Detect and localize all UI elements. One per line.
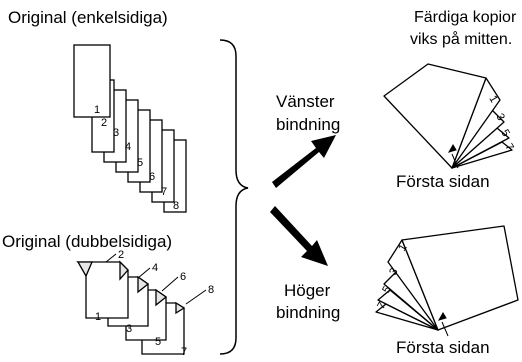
double-page-leaders [105, 253, 207, 305]
booklet-right-number-7: 7 [375, 300, 388, 311]
double-sided-stack [76, 260, 186, 355]
original-single-label: Original (enkelsidiga) [8, 8, 168, 27]
single-page-number-6: 6 [149, 171, 155, 183]
double-page-1 [76, 260, 129, 319]
curly-brace [219, 39, 249, 355]
booklet-left-numbers: 1 3 5 7 [486, 94, 515, 153]
left-binding-label-line1: Vänster [276, 92, 335, 111]
booklet-left-binding [383, 63, 513, 169]
single-page-number-4: 4 [125, 141, 131, 153]
booklet-right-binding [375, 225, 519, 331]
single-page-number-5: 5 [137, 157, 143, 169]
double-page-number-3: 3 [126, 323, 132, 335]
booklet-left-number-3: 3 [493, 112, 506, 123]
single-sided-stack [73, 44, 187, 213]
double-page-number-5: 5 [155, 336, 161, 348]
left-binding-label-line2: bindning [276, 115, 341, 134]
single-page-1 [73, 44, 111, 118]
booklet-left-number-7: 7 [502, 142, 515, 153]
arrow-to-left-binding [272, 135, 336, 188]
original-double-label: Original (dubbelsidiga) [2, 232, 173, 251]
booklet-right-number-3: 3 [387, 266, 400, 277]
double-page-number-8: 8 [208, 284, 214, 296]
single-page-numbers: 1 2 3 4 5 6 7 8 [94, 104, 179, 212]
double-page-number-6: 6 [180, 271, 186, 283]
booklet-right-pointer [437, 312, 449, 337]
booklet-left-number-5: 5 [498, 128, 511, 139]
booklet-left-number-1: 1 [486, 94, 499, 105]
single-page-number-7: 7 [161, 186, 167, 198]
first-page-label-bottom: Första sidan [396, 338, 490, 357]
right-binding-label-line1: Höger [284, 281, 331, 300]
single-page-number-8: 8 [173, 200, 179, 212]
double-page-number-7: 7 [181, 346, 187, 358]
single-page-number-2: 2 [101, 117, 107, 129]
finished-copies-label-line2: viks på mitten. [410, 31, 513, 48]
booklet-left-cover [383, 63, 487, 169]
double-page-numbers: 2 4 6 8 1 3 5 7 [95, 249, 214, 358]
single-page-number-3: 3 [113, 127, 119, 139]
booklet-right-numbers: 1 3 5 7 [375, 242, 409, 311]
finished-copies-label-line1: Färdiga kopior [414, 9, 517, 26]
right-binding-label-line2: bindning [276, 303, 341, 322]
single-page-number-1: 1 [94, 104, 100, 116]
first-page-label-top: Första sidan [396, 172, 490, 191]
booklet-right-number-1: 1 [396, 242, 409, 253]
double-page-number-2: 2 [118, 249, 124, 261]
arrow-to-right-binding [270, 206, 328, 266]
booklet-left-pointer [447, 144, 459, 169]
booklet-right-number-5: 5 [380, 284, 393, 295]
booklet-right-cover [401, 225, 519, 331]
double-page-number-4: 4 [152, 262, 158, 274]
double-page-number-1: 1 [95, 311, 101, 323]
